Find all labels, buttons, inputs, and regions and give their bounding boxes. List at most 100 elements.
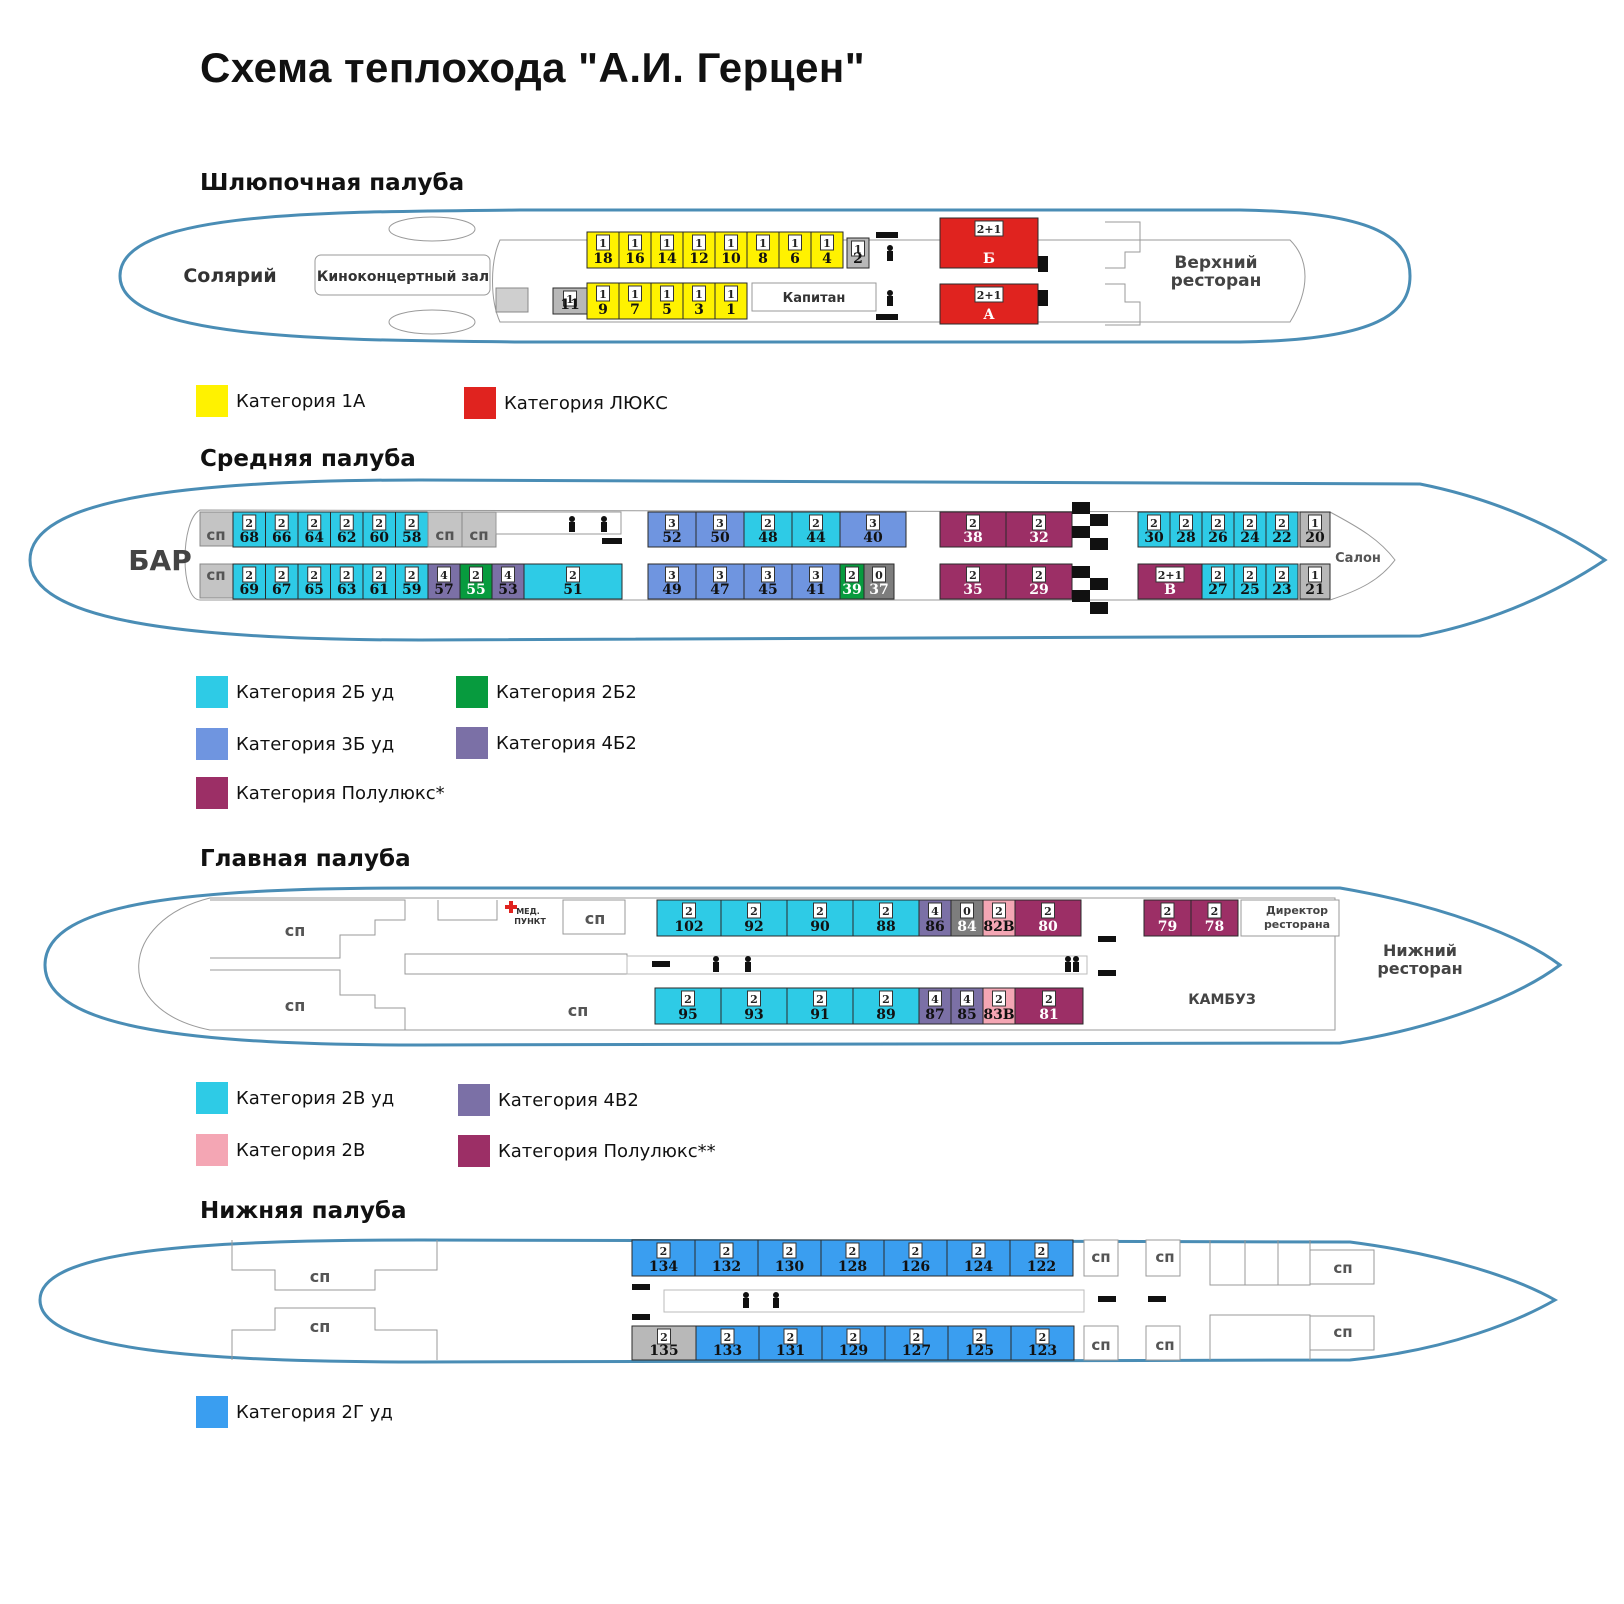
cabin-number: 50 [710, 530, 730, 546]
cabin-number: 53 [498, 582, 517, 598]
capacity-badge [1035, 1328, 1050, 1345]
cabin-number: 78 [1205, 919, 1224, 935]
capacity-badge [761, 514, 775, 531]
cabin-number: 24 [1240, 530, 1260, 546]
capacity-badge [372, 566, 387, 583]
cabin-number: 35 [963, 582, 982, 598]
sp-label: сп [469, 526, 488, 544]
capacity-label: 2 [375, 517, 383, 530]
cabin-number: 44 [806, 530, 826, 546]
cabin-8: 18 [746, 231, 780, 269]
capacity-badge [1207, 902, 1222, 919]
cabin-number: 26 [1208, 530, 1227, 546]
sp-room [1083, 1239, 1119, 1277]
captain-label: Капитан [783, 291, 846, 306]
wc-head [887, 245, 893, 251]
cabin-5: 15 [650, 282, 684, 320]
capacity-label: 3 [716, 569, 724, 582]
wc-body [601, 522, 607, 532]
sp-label: сп [285, 996, 306, 1015]
legend-item: Категория 2Б уд [196, 676, 394, 708]
legend-item: Категория 2Б2 [456, 676, 637, 708]
legend-swatch [196, 777, 228, 809]
capacity-badge [1243, 514, 1257, 531]
cabin-number: 8 [758, 251, 768, 267]
capacity-badge [928, 990, 942, 1007]
capacity-badge [692, 234, 706, 251]
cabin-80: 280 [1014, 899, 1082, 937]
cabin-number: 45 [758, 582, 777, 598]
cabin-number: 57 [434, 582, 453, 598]
lower-aft-dividers [1244, 1240, 1279, 1285]
capacity-badge [1147, 514, 1161, 531]
capacity-badge [372, 514, 387, 531]
sp-room [1309, 1249, 1375, 1285]
cabin-25: 225 [1233, 563, 1267, 600]
legend-item: Категория 4Б2 [456, 727, 637, 759]
stairs-marker [1098, 1296, 1116, 1302]
sp-label: сп [1091, 1336, 1110, 1354]
capacity-badge [851, 240, 865, 257]
capacity-badge [724, 234, 738, 251]
capacity-label: 0 [963, 905, 971, 918]
wc-head [1073, 956, 1079, 962]
capacity-label: 2 [723, 1245, 731, 1258]
capacity-label: 2 [1044, 905, 1052, 918]
lower-room-top [231, 1240, 438, 1291]
main-corridor [626, 955, 1088, 975]
cabin-number: 123 [1028, 1343, 1057, 1359]
capacity-badge [928, 902, 942, 919]
stairs-marker [876, 314, 898, 320]
capacity-badge [596, 234, 610, 251]
capacity-badge [660, 285, 674, 302]
cabin-number: 65 [305, 582, 324, 598]
capacity-label: 3 [764, 569, 772, 582]
capacity-label: 2 [750, 905, 758, 918]
cabin-4: 14 [810, 231, 844, 269]
capacity-label: 1 [854, 243, 862, 256]
sp-box [461, 511, 497, 548]
capacity-label: 2 [1038, 1245, 1046, 1258]
solarium-label: Солярий [183, 265, 276, 287]
capacity-badge [1032, 514, 1046, 531]
lower-restaurant-label: Нижний [1383, 941, 1457, 960]
utility-box [495, 511, 622, 535]
cabin-6: 16 [778, 231, 812, 269]
cabin-number: 83В [983, 1007, 1014, 1023]
cabin-number: 28 [1176, 530, 1195, 546]
capacity-badge [761, 566, 775, 583]
lower-corridor [663, 1289, 1085, 1313]
capacity-badge [1211, 514, 1225, 531]
cabin-21: 121 [1299, 563, 1331, 600]
capacity-label: 2 [913, 1331, 921, 1344]
capacity-label: 2 [343, 517, 351, 530]
stairs-marker [1148, 1296, 1166, 1302]
capacity-label: 2 [408, 517, 416, 530]
wc-icon [743, 1292, 749, 1308]
capacity-badge [720, 1328, 735, 1345]
legend-label: Категория 4Б2 [496, 732, 637, 754]
legend-item: Категория Полулюкс** [458, 1135, 716, 1167]
lower-room-bottom [231, 1307, 438, 1360]
stairs-marker [1072, 526, 1090, 538]
capacity-label: 2 [969, 569, 977, 582]
cabin-number: 126 [901, 1259, 930, 1275]
sp-room [562, 899, 626, 935]
sp-label: сп [285, 921, 306, 940]
cabin-64: 264 [297, 511, 331, 548]
sp-label: сп [1333, 1259, 1352, 1277]
cabin-number: 86 [925, 919, 944, 935]
cabin-28: 228 [1169, 511, 1203, 548]
capacity-badge [1308, 514, 1322, 531]
cabin-number: 40 [863, 530, 883, 546]
legend-item: Категория 1А [196, 385, 365, 417]
director-box [1240, 899, 1340, 937]
cabin-number: 49 [662, 582, 681, 598]
legend-label: Категория 2Б уд [236, 681, 395, 703]
capacity-badge [879, 990, 893, 1007]
capacity-label: 4 [931, 905, 939, 918]
capacity-label: 1 [823, 237, 831, 250]
wc-body [887, 251, 893, 261]
